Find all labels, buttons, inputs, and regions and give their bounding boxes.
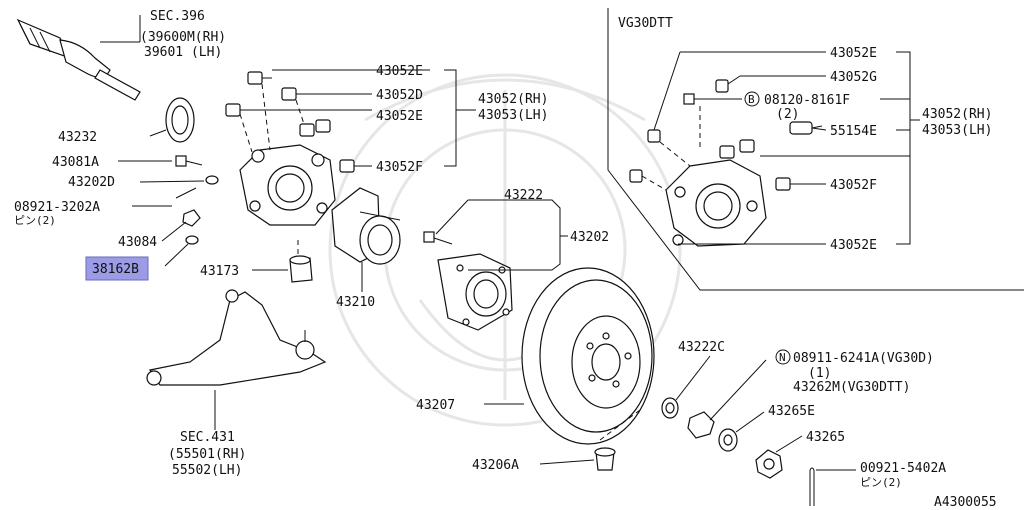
label-43265e[interactable]: 43265E [768, 404, 815, 419]
bushing-43173[interactable] [289, 255, 313, 283]
drive-shaft[interactable] [16, 18, 141, 101]
bush-43052e-top[interactable] [247, 71, 263, 85]
label-vg30dtt: VG30DTT [618, 16, 673, 31]
label-pin-2-left: ピン(2) [14, 214, 56, 227]
label-43052-rh-1[interactable]: 43052(RH) [478, 92, 548, 107]
castle-nut-43265[interactable] [755, 449, 783, 479]
hub-bolt-43222[interactable] [423, 231, 453, 245]
label-sec396[interactable]: SEC.396 [150, 9, 205, 24]
label-55502[interactable]: 55502(LH) [172, 463, 242, 478]
highlight-38162b [85, 256, 149, 281]
label-43232[interactable]: 43232 [58, 130, 97, 145]
bush-43052f[interactable] [339, 159, 355, 173]
inset-bush-43052e-top[interactable] [647, 129, 661, 143]
label-43202d[interactable]: 43202D [68, 175, 115, 190]
cotter-pin-00921[interactable] [809, 467, 815, 506]
label-43052e-4[interactable]: 43052E [830, 238, 877, 253]
oil-seal-43232[interactable] [165, 97, 195, 143]
label-08911[interactable]: 08911-6241A(VG30D) [793, 351, 934, 366]
diagram-id: A4300055 [934, 495, 997, 510]
label-43202[interactable]: 43202 [570, 230, 609, 245]
label-08921[interactable]: 08921-3202A [14, 200, 100, 215]
label-43052g[interactable]: 43052G [830, 70, 877, 85]
nut-08911[interactable] [687, 411, 715, 439]
washer-43222c[interactable] [661, 397, 679, 419]
label-43052f-2[interactable]: 43052F [830, 178, 877, 193]
nut-43084[interactable] [182, 209, 201, 227]
label-43222[interactable]: 43222 [504, 188, 543, 203]
bush-pair-43052[interactable] [299, 119, 331, 137]
label-43084[interactable]: 43084 [118, 235, 157, 250]
label-43262m[interactable]: 43262M(VG30DTT) [793, 380, 910, 395]
label-43052-rh-2[interactable]: 43052(RH) [922, 107, 992, 122]
label-43222c[interactable]: 43222C [678, 340, 725, 355]
inset-bolt-08120[interactable] [683, 93, 706, 105]
label-43052e-2[interactable]: 43052E [376, 109, 423, 124]
label-43053-lh-2[interactable]: 43053(LH) [922, 123, 992, 138]
washer-38162b[interactable] [185, 235, 199, 245]
label-00921[interactable]: 00921-5402A [860, 461, 946, 476]
label-pin-2-right: ピン(2) [860, 476, 902, 489]
axle-housing-knuckle[interactable] [239, 144, 336, 226]
label-43206a[interactable]: 43206A [472, 458, 519, 473]
label-08120[interactable]: 08120-8161F [764, 93, 850, 108]
cotter-pin-08921[interactable] [175, 187, 197, 199]
label-43052d[interactable]: 43052D [376, 88, 423, 103]
inset-bush-43052e-left[interactable] [629, 169, 643, 183]
label-55501[interactable]: (55501(RH) [168, 447, 246, 462]
vg30dtt-inset-frame [607, 8, 1024, 291]
hub-bearing-43210[interactable] [331, 187, 401, 265]
brake-disc-43207[interactable] [521, 267, 655, 445]
inset-bush-pair[interactable] [719, 139, 755, 159]
label-38162b[interactable]: 38162B [92, 262, 139, 277]
label-43173[interactable]: 43173 [200, 264, 239, 279]
washer-43202d[interactable] [205, 175, 219, 185]
label-43052f-1[interactable]: 43052F [376, 160, 423, 175]
inset-axle-housing[interactable] [665, 159, 767, 247]
label-39600m[interactable]: (39600M(RH) [140, 30, 226, 45]
b-marker-circle [744, 91, 760, 107]
inset-sensor-55154e[interactable] [789, 121, 823, 135]
label-b-marker: B [748, 93, 755, 106]
bush-43052e-mid[interactable] [225, 103, 241, 117]
drain-plug-43206a[interactable] [594, 447, 616, 471]
label-43265[interactable]: 43265 [806, 430, 845, 445]
label-sec431[interactable]: SEC.431 [180, 430, 235, 445]
n-marker-circle [775, 349, 791, 365]
label-39601[interactable]: 39601 (LH) [144, 45, 222, 60]
label-43053-lh-1[interactable]: 43053(LH) [478, 108, 548, 123]
inset-bush-43052g[interactable] [715, 79, 729, 93]
label-43210[interactable]: 43210 [336, 295, 375, 310]
bolt-43081a[interactable] [175, 155, 203, 167]
inset-bush-43052f[interactable] [775, 177, 791, 191]
lower-link-arm[interactable] [146, 289, 327, 386]
wheel-hub-43202[interactable] [437, 253, 513, 331]
label-43081a[interactable]: 43081A [52, 155, 99, 170]
label-43052e-1[interactable]: 43052E [376, 64, 423, 79]
label-n-marker: N [779, 351, 786, 364]
label-43052e-3[interactable]: 43052E [830, 46, 877, 61]
label-qty-1: (1) [808, 366, 831, 381]
label-qty-2: (2) [776, 107, 799, 122]
label-55154e[interactable]: 55154E [830, 124, 877, 139]
label-43207[interactable]: 43207 [416, 398, 455, 413]
washer-43265e[interactable] [718, 428, 738, 452]
bush-43052d[interactable] [281, 87, 297, 101]
